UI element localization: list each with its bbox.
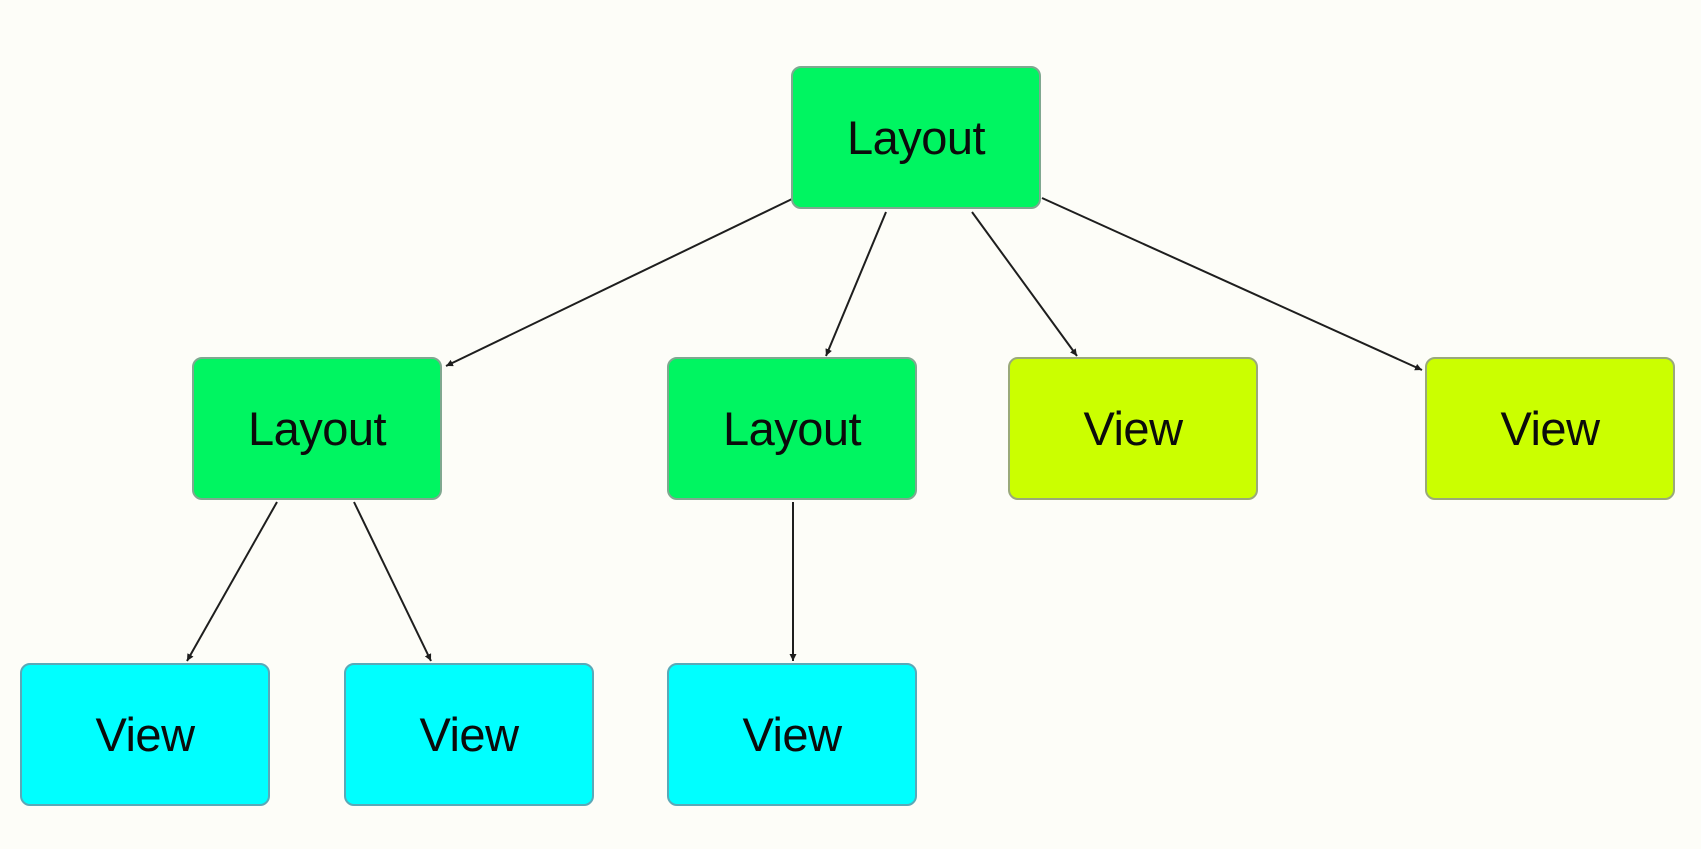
edge-root-to-view-d xyxy=(1041,197,1423,371)
edge-layout-a-to-view-a2 xyxy=(353,501,432,662)
view-node-bottom-2: View xyxy=(344,663,594,806)
view-node-bottom-3: View xyxy=(667,663,917,806)
node-label: Layout xyxy=(846,111,986,164)
view-node-bottom-1: View xyxy=(20,663,270,806)
node-label: Layout xyxy=(722,402,862,455)
edge-layout-a-to-view-a1 xyxy=(186,501,278,662)
view-node-right-1: View xyxy=(1008,357,1258,500)
node-label: Layout xyxy=(247,402,387,455)
node-label: View xyxy=(1500,402,1600,455)
edge-root-to-layout-b xyxy=(825,211,887,357)
layout-node-middle: Layout xyxy=(667,357,917,500)
layout-node-root: Layout xyxy=(791,66,1041,209)
node-label: View xyxy=(1083,402,1183,455)
view-node-right-2: View xyxy=(1425,357,1675,500)
node-label: View xyxy=(95,708,195,761)
edge-root-to-view-c xyxy=(971,211,1078,357)
node-label: View xyxy=(742,708,842,761)
layout-node-left: Layout xyxy=(192,357,442,500)
edge-root-to-layout-a xyxy=(445,198,793,367)
node-label: View xyxy=(419,708,519,761)
